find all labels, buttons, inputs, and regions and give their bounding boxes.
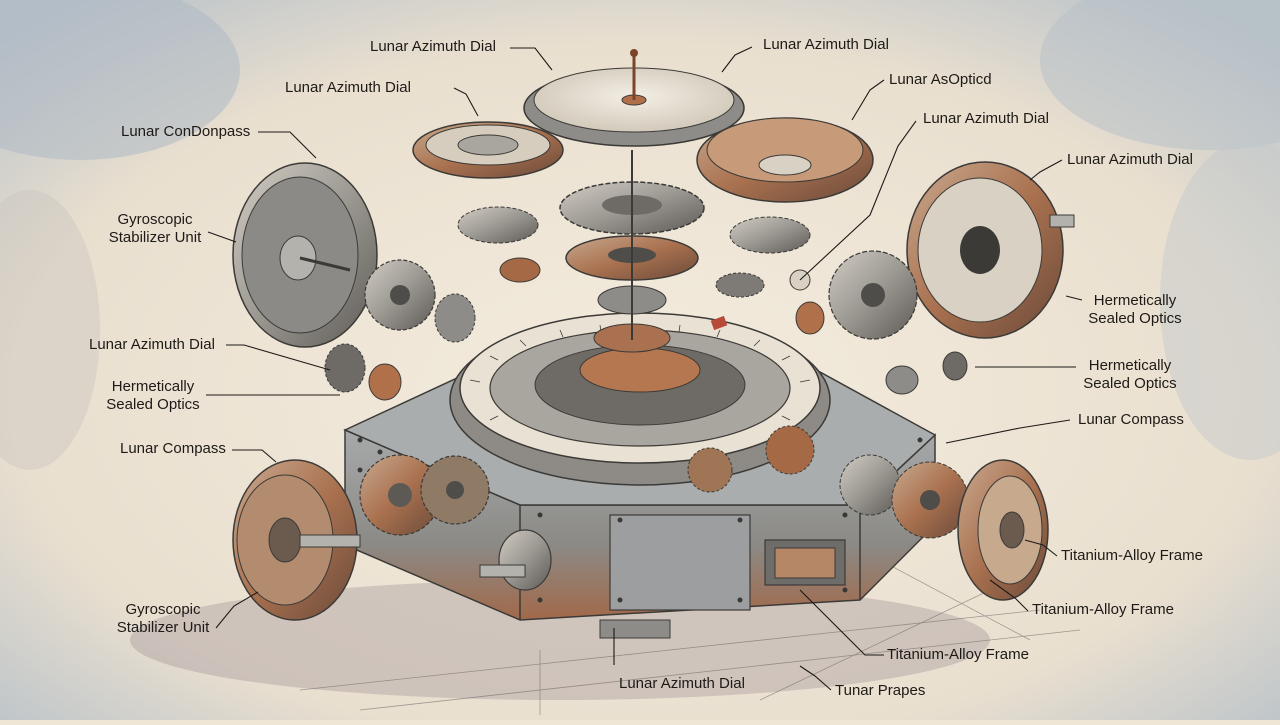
label-hermetically-line1: Hermetically	[1088, 357, 1172, 374]
label-hermetically-line2: Sealed Optics	[106, 396, 200, 413]
wheel-right	[957, 459, 1049, 601]
label-hermetically-line2: Sealed Optics	[1083, 375, 1177, 392]
label-hermetically-line1: Hermetically	[1093, 292, 1177, 309]
wheel-left	[232, 459, 361, 621]
leader-l14	[945, 419, 1071, 444]
label-lunar-azimuth-dial-far-right: Lunar Azimuth Dial	[1067, 151, 1193, 168]
label-lunar-azimuth-dial-left: Lunar Azimuth Dial	[89, 336, 215, 353]
label-hermetically-line1: Hermetically	[111, 378, 195, 395]
label-lunar-azimuth-dial-top-right: Lunar Azimuth Dial	[763, 36, 889, 53]
left-disc-gyro	[232, 162, 378, 348]
label-hermetically-sealed-left: Hermetically Sealed Optics	[98, 378, 208, 414]
label-hermetically-sealed-upper-right: Hermetically Sealed Optics	[1080, 292, 1190, 328]
leader-l6	[258, 131, 317, 159]
leader-l20	[799, 665, 832, 691]
label-lunar-azimuth-dial-upper-left: Lunar Azimuth Dial	[285, 79, 411, 96]
leader-l17	[989, 579, 1029, 612]
base-compass-ring	[449, 312, 831, 486]
label-titanium-frame-bottom: Titanium-Alloy Frame	[887, 646, 1029, 663]
label-lunar-azimuth-dial-right: Lunar Azimuth Dial	[923, 110, 1049, 127]
floating-parts	[324, 206, 968, 401]
label-titanium-frame-right-upper: Titanium-Alloy Frame	[1061, 547, 1203, 564]
label-hermetically-line2: Sealed Optics	[1088, 310, 1182, 327]
internal-gears	[359, 425, 969, 539]
label-gyroscopic-stabilizer-upper: Gyroscopic Stabilizer Unit	[100, 211, 210, 247]
right-disc-optics	[906, 161, 1075, 339]
label-titanium-frame-right-lower: Titanium-Alloy Frame	[1032, 601, 1174, 618]
label-gyroscopic-line2: Stabilizer Unit	[108, 229, 202, 246]
label-lunar-azimuth-dial-bottom: Lunar Azimuth Dial	[619, 675, 745, 692]
leader-l13	[232, 449, 277, 463]
blueprint-lines	[299, 559, 1081, 715]
label-lunar-asopticd: Lunar AsOpticd	[889, 71, 992, 88]
leader-l7	[1029, 159, 1063, 181]
leader-l16	[215, 591, 259, 629]
leader-l1	[510, 47, 553, 71]
leader-l18	[799, 589, 884, 656]
leader-l8	[207, 231, 237, 243]
leader-l4	[851, 79, 885, 121]
floor-shadow	[130, 580, 990, 700]
label-gyroscopic-line2: Stabilizer Unit	[116, 619, 210, 636]
label-tunar-prapes: Tunar Prapes	[835, 682, 926, 699]
leader-l9	[1065, 295, 1083, 301]
leader-l3	[453, 87, 479, 117]
right-floating-bowl	[696, 117, 874, 203]
leader-l15	[1024, 539, 1058, 557]
label-gyroscopic-line1: Gyroscopic	[125, 601, 201, 618]
label-gyroscopic-stabilizer-lower: Gyroscopic Stabilizer Unit	[108, 601, 218, 637]
label-gyroscopic-line1: Gyroscopic	[117, 211, 193, 228]
label-lunar-compass-right: Lunar Compass	[1078, 411, 1184, 428]
leader-l5	[799, 120, 917, 281]
leader-l2	[721, 46, 753, 73]
leader-l10	[226, 344, 331, 371]
label-hermetically-sealed-right: Hermetically Sealed Optics	[1075, 357, 1185, 393]
central-gear-stack	[559, 150, 705, 353]
top-dial	[523, 49, 745, 147]
left-floating-dial	[412, 121, 564, 179]
label-lunar-azimuth-dial-top-left: Lunar Azimuth Dial	[370, 38, 496, 55]
label-lunar-condonpass: Lunar ConDonpass	[121, 123, 251, 140]
label-lunar-compass-left: Lunar Compass	[120, 440, 226, 457]
